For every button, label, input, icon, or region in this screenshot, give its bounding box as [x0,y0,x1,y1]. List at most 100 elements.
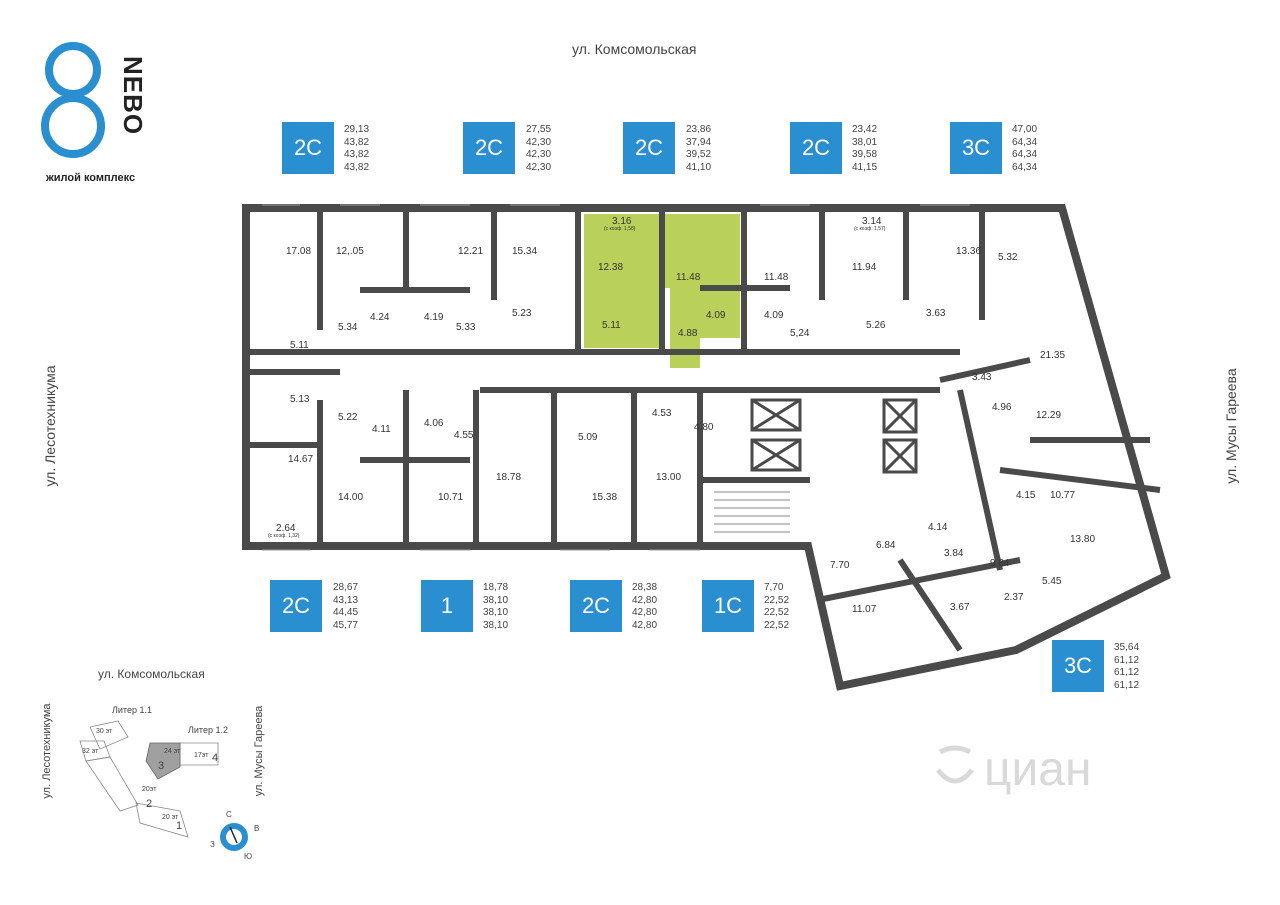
svg-text:4.80: 4.80 [694,422,714,433]
svg-text:17.08: 17.08 [286,246,311,257]
unit-type-badge[interactable]: 1С [702,580,754,632]
svg-text:3.16: 3.16 [612,216,632,227]
selected-apartment[interactable] [584,214,740,368]
logo-subtitle: жилой комплекс [46,172,136,184]
svg-text:13.00: 13.00 [656,472,681,483]
svg-text:5.13: 5.13 [290,394,310,405]
svg-text:5,24: 5,24 [790,328,810,339]
minimap-current-section [145,742,181,780]
svg-text:4.96: 4.96 [992,402,1012,413]
svg-text:2.64: 2.64 [276,523,296,534]
svg-text:17эт: 17эт [194,752,209,759]
watermark-text: циан [984,743,1092,796]
svg-text:7.70: 7.70 [830,560,850,571]
svg-text:5.11: 5.11 [602,320,621,331]
svg-text:4.09: 4.09 [764,310,784,321]
unit-type-badge[interactable]: 2С [270,580,322,632]
unit-type-badge[interactable]: 2С [623,122,675,174]
svg-text:11.94: 11.94 [852,262,877,273]
svg-text:(с коэф. 1,57): (с коэф. 1,57) [854,226,886,232]
svg-text:14.00: 14.00 [338,492,363,503]
svg-text:3.14: 3.14 [862,216,882,227]
svg-text:5.32: 5.32 [998,252,1018,263]
svg-text:Литер 1.2: Литер 1.2 [188,725,228,735]
unit-type-badge[interactable]: 3С [1052,640,1104,692]
svg-text:2.37: 2.37 [1004,592,1024,603]
building-walls [242,204,1171,691]
balcony-labels: 3.16 (с коэф. 1,58) 3.14 (с коэф. 1,57) … [268,216,886,539]
svg-text:4: 4 [212,752,218,764]
svg-text:13.36: 13.36 [956,246,981,257]
elevator-shafts [750,398,918,474]
svg-text:5.26: 5.26 [866,320,886,331]
svg-text:5.09: 5.09 [578,432,598,443]
svg-text:4.06: 4.06 [424,418,444,429]
svg-text:Литер 1.1: Литер 1.1 [112,705,152,715]
svg-text:5.11: 5.11 [290,340,309,351]
room-labels: 17.08 12,.05 12.21 15.34 12.38 11.48 11.… [276,246,1095,615]
svg-text:С: С [226,810,232,819]
unit-type-badge[interactable]: 2С [282,122,334,174]
unit-type-badge[interactable]: 2С [570,580,622,632]
svg-text:12.38: 12.38 [598,262,623,273]
minimap-diagram: Литер 1.1 Литер 1.2 30 эт 32 эт 24 эт 3 … [79,705,259,861]
svg-text:3.43: 3.43 [972,372,992,383]
unit-type-badge[interactable]: 3С [950,122,1002,174]
staircase [714,491,790,533]
unit-type-badge[interactable]: 1 [421,580,473,632]
svg-text:(с коэф. 1,58): (с коэф. 1,58) [604,226,636,232]
windows [262,204,970,551]
svg-text:32 эт: 32 эт [82,748,99,755]
interior-walls [246,212,1161,652]
logo-eight-icon [41,42,105,158]
svg-text:6.84: 6.84 [876,540,896,551]
site-minimap: ул. Комсомольская ул. Лесотехникума ул. … [40,665,280,875]
svg-text:3.63: 3.63 [926,308,946,319]
svg-text:10.77: 10.77 [1050,490,1075,501]
svg-text:14.67: 14.67 [288,454,313,465]
svg-text:1: 1 [176,820,182,832]
svg-text:9.84: 9.84 [990,558,1010,569]
svg-text:20 эт: 20 эт [162,814,179,821]
svg-text:В: В [254,824,259,833]
svg-text:20эт: 20эт [142,786,157,793]
svg-text:3.84: 3.84 [944,548,964,559]
watermark: циан [930,736,1160,806]
svg-text:5.45: 5.45 [1042,576,1062,587]
svg-text:11.07: 11.07 [852,604,877,615]
svg-text:4.15: 4.15 [1016,490,1036,501]
minimap-street-top: ул. Комсомольская [98,667,205,681]
svg-text:3.67: 3.67 [950,602,970,613]
unit-type-badge[interactable]: 2С [790,122,842,174]
svg-text:15.34: 15.34 [512,246,537,257]
svg-text:4.19: 4.19 [424,312,444,323]
svg-text:5.34: 5.34 [338,322,358,333]
svg-text:4.11: 4.11 [372,424,391,435]
svg-text:11.48: 11.48 [764,272,789,283]
logo: NEBO жилой комплекс [40,40,160,190]
unit-type-badge[interactable]: 2С [463,122,515,174]
svg-text:15.38: 15.38 [592,492,617,503]
svg-text:5.33: 5.33 [456,322,476,333]
street-top: ул. Комсомольская [572,41,697,57]
svg-text:12.21: 12.21 [458,246,483,257]
svg-text:5.23: 5.23 [512,308,532,319]
svg-text:4.24: 4.24 [370,312,390,323]
svg-text:12,.05: 12,.05 [336,246,364,257]
svg-text:З: З [210,840,215,849]
svg-text:4.14: 4.14 [928,522,948,533]
svg-text:21.35: 21.35 [1040,350,1065,361]
compass-icon: С В Ю З [210,810,259,861]
svg-text:13.80: 13.80 [1070,534,1095,545]
svg-text:Ю: Ю [244,852,252,861]
svg-text:18.78: 18.78 [496,472,521,483]
svg-text:4.09: 4.09 [706,310,726,321]
